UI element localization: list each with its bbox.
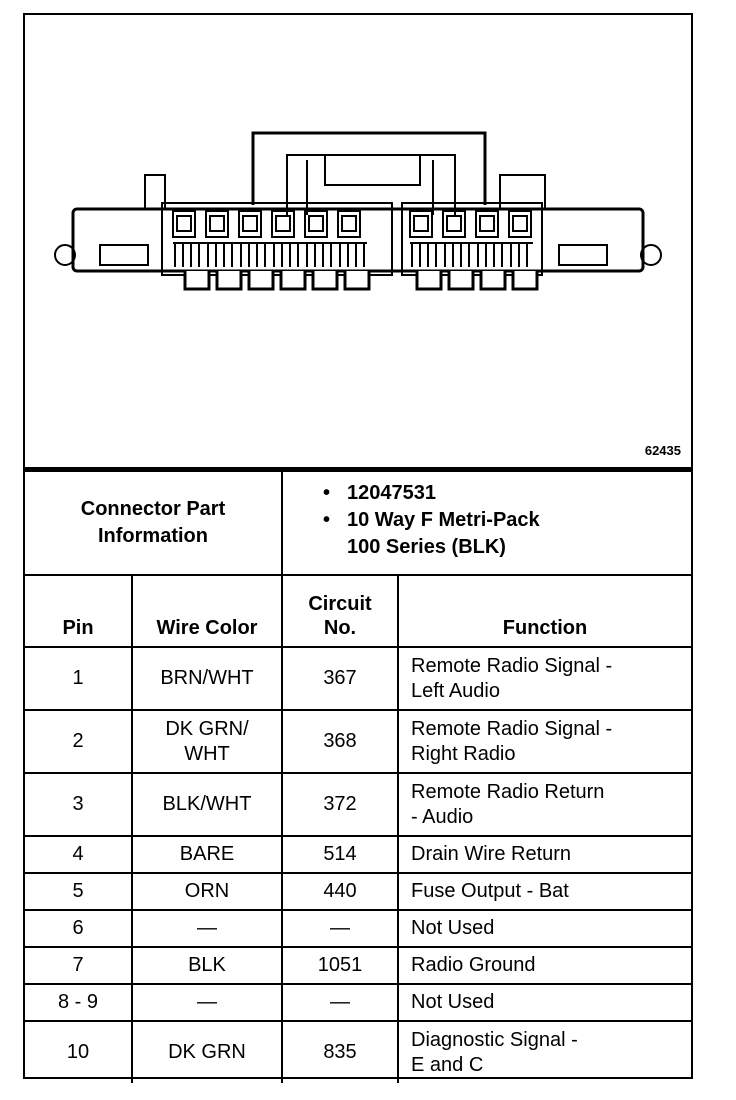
circuit-cell: 368 (281, 709, 399, 774)
header-function: Function (396, 574, 692, 648)
function-cell: Not Used (396, 983, 692, 1022)
function-cell: Remote Radio Return- Audio (396, 772, 692, 837)
part-number: 12047531 (323, 480, 691, 507)
wire-color-cell: BLK (131, 946, 283, 985)
table-row: 10 DK GRN 835 Diagnostic Signal -E and C (25, 1020, 692, 1083)
pin-cell: 1 (25, 646, 133, 711)
connector-description: 10 Way F Metri-Pack 100 Series (BLK) (323, 507, 691, 561)
circuit-cell: — (281, 909, 399, 948)
function-cell: Radio Ground (396, 946, 692, 985)
header-row: Pin Wire Color Circuit No. Function (25, 574, 692, 648)
circuit-cell: 440 (281, 872, 399, 911)
connector-info-label-line1: Connector Part (80, 498, 226, 520)
wire-color-cell: BRN/WHT (131, 646, 283, 711)
wire-color-cell: — (131, 983, 283, 1022)
wire-color-cell: ORN (131, 872, 283, 911)
left-lock-tab (99, 244, 149, 266)
pin-cell: 4 (25, 835, 133, 874)
circuit-cell: 367 (281, 646, 399, 711)
pin-cell: 5 (25, 872, 133, 911)
pin-cell: 3 (25, 772, 133, 837)
header-wire-color: Wire Color (131, 574, 283, 648)
circuit-cell: 835 (281, 1020, 399, 1083)
connector-info-values: 12047531 10 Way F Metri-Pack 100 Series … (280, 470, 692, 576)
connector-drawing (54, 131, 662, 291)
pin-cell: 2 (25, 709, 133, 774)
connector-info-row: Connector Part Information 12047531 10 W… (25, 470, 692, 576)
circuit-cell: 514 (281, 835, 399, 874)
table-row: 5 ORN 440 Fuse Output - Bat (25, 872, 692, 911)
header-circuit: Circuit No. (281, 574, 399, 648)
terminal-slots (173, 242, 533, 267)
wire-color-cell: BARE (131, 835, 283, 874)
function-cell: Diagnostic Signal -E and C (396, 1020, 692, 1083)
connector-info-label: Connector Part Information (25, 470, 283, 576)
bottom-feet (183, 271, 539, 291)
pin-cell: 6 (25, 909, 133, 948)
wire-color-cell: — (131, 909, 283, 948)
table-row: 7 BLK 1051 Radio Ground (25, 946, 692, 985)
table-row: 1 BRN/WHT 367 Remote Radio Signal -Left … (25, 646, 692, 711)
pin-table: Connector Part Information 12047531 10 W… (25, 470, 692, 1083)
wire-color-cell: BLK/WHT (131, 772, 283, 837)
function-cell: Not Used (396, 909, 692, 948)
connector-info-label-line2: Information (98, 525, 208, 547)
table-row: 2 DK GRN/WHT 368 Remote Radio Signal -Ri… (25, 709, 692, 774)
table-row: 4 BARE 514 Drain Wire Return (25, 835, 692, 874)
circuit-cell: 1051 (281, 946, 399, 985)
function-cell: Drain Wire Return (396, 835, 692, 874)
function-cell: Remote Radio Signal -Left Audio (396, 646, 692, 711)
function-cell: Remote Radio Signal -Right Radio (396, 709, 692, 774)
circuit-cell: — (281, 983, 399, 1022)
function-cell: Fuse Output - Bat (396, 872, 692, 911)
table-row: 3 BLK/WHT 372 Remote Radio Return- Audio (25, 772, 692, 837)
connector-latch (251, 131, 487, 205)
pin-cavities (172, 210, 532, 238)
table-row: 8 - 9 — — Not Used (25, 983, 692, 1022)
wire-color-cell: DK GRN (131, 1020, 283, 1083)
right-lock-tab (558, 244, 608, 266)
wire-color-cell: DK GRN/WHT (131, 709, 283, 774)
connector-figure: 62435 (25, 15, 691, 470)
connector-document: 62435 Connector Part Information 1204753… (23, 13, 693, 1083)
figure-number: 62435 (644, 443, 681, 458)
pin-cell: 7 (25, 946, 133, 985)
connector-body (71, 207, 645, 273)
pin-cell: 8 - 9 (25, 983, 133, 1022)
table-row: 6 — — Not Used (25, 909, 692, 948)
circuit-cell: 372 (281, 772, 399, 837)
header-pin: Pin (25, 574, 133, 648)
pin-cell: 10 (25, 1020, 133, 1083)
